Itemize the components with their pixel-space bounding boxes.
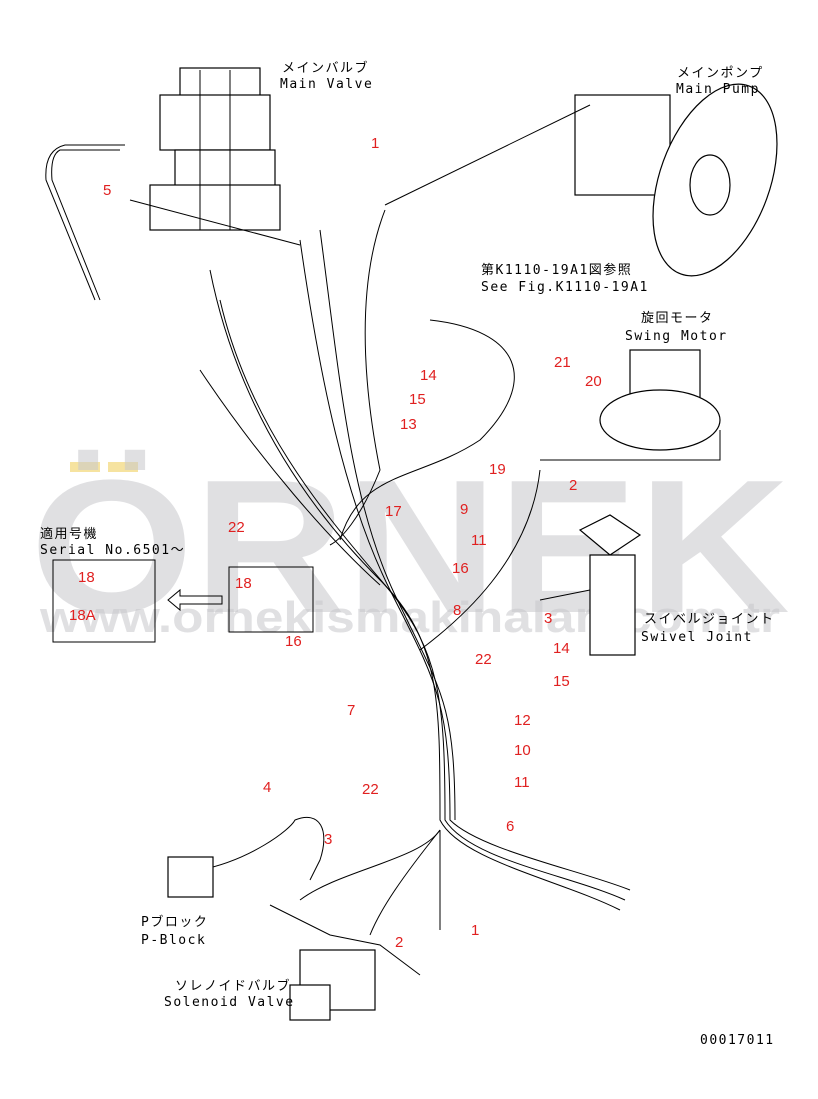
callout: 14 [420, 367, 437, 384]
callout: 4 [263, 779, 271, 796]
hose-5 [51, 149, 120, 301]
p-block-label-en: P-Block [141, 933, 206, 948]
callout: 6 [506, 818, 514, 835]
swing-motor [540, 349, 721, 461]
callout: 9 [460, 501, 468, 518]
main-pump-label-jp: メインポンプ [677, 66, 764, 81]
watermark-accent [70, 462, 100, 472]
callout: 5 [103, 182, 111, 199]
callout: 17 [385, 503, 402, 520]
callout: 7 [347, 702, 355, 719]
callout: 2 [395, 934, 403, 951]
p-block-label-jp: Pブロック [141, 914, 208, 930]
callout: 18 [78, 569, 95, 586]
callout: 18 [235, 575, 252, 592]
callout: 16 [452, 560, 469, 577]
callout: 3 [324, 831, 332, 848]
callout: 22 [475, 651, 492, 668]
p-block [167, 856, 214, 898]
hose-harness [199, 209, 631, 936]
swivel-joint-label-jp: スイベルジョイント [644, 612, 775, 627]
callout: 8 [453, 602, 461, 619]
solenoid-valve-label-jp: ソレノイドバルブ [175, 978, 291, 994]
callout: 1 [471, 922, 479, 939]
swing-motor-label-en: Swing Motor [625, 329, 728, 344]
callout: 21 [554, 354, 571, 371]
callout: 18A [69, 607, 96, 624]
callout: 20 [585, 373, 602, 390]
drawing-number: 00017011 [700, 1033, 775, 1048]
callout: 11 [514, 774, 530, 791]
callout: 15 [553, 673, 570, 690]
callout: 22 [228, 519, 245, 536]
main-pump [384, 83, 778, 277]
swivel-joint [539, 514, 642, 656]
main-valve-label-en: Main Valve [280, 77, 373, 92]
callouts: 1 5 14 15 13 21 20 19 2 9 11 17 22 16 18… [69, 135, 602, 951]
swivel-joint-label-en: Swivel Joint [641, 630, 753, 645]
callout: 1 [371, 135, 379, 152]
solenoid-valve-label-en: Solenoid Valve [164, 995, 295, 1010]
main-valve-label-jp: メインバルブ [282, 60, 369, 76]
callout: 22 [362, 781, 379, 798]
callout: 14 [553, 640, 570, 657]
callout: 2 [569, 477, 577, 494]
see-fig-label-en: See Fig.K1110-19A1 [481, 280, 649, 295]
serial-label-en: Serial No.6501～ [40, 543, 185, 558]
callout: 3 [544, 610, 552, 627]
main-valve [129, 67, 301, 246]
callout: 11 [471, 532, 487, 549]
callout: 19 [489, 461, 506, 478]
callout: 13 [400, 416, 417, 433]
main-pump-label-en: Main Pump [676, 82, 760, 97]
swing-motor-label-jp: 旋回モータ [641, 311, 714, 326]
arrow-left-icon [167, 588, 223, 612]
hose-5 [45, 144, 125, 301]
callout: 10 [514, 742, 531, 759]
callout: 12 [514, 712, 531, 729]
watermark-accent [108, 462, 138, 472]
callout: 15 [409, 391, 426, 408]
see-fig-label-jp: 第K1110-19A1図参照 [481, 262, 632, 278]
detail-box [228, 566, 314, 633]
solenoid-valve [269, 904, 421, 1021]
serial-label-jp: 適用号機 [40, 526, 98, 542]
serial-detail-box [52, 559, 156, 643]
callout: 16 [285, 633, 302, 650]
